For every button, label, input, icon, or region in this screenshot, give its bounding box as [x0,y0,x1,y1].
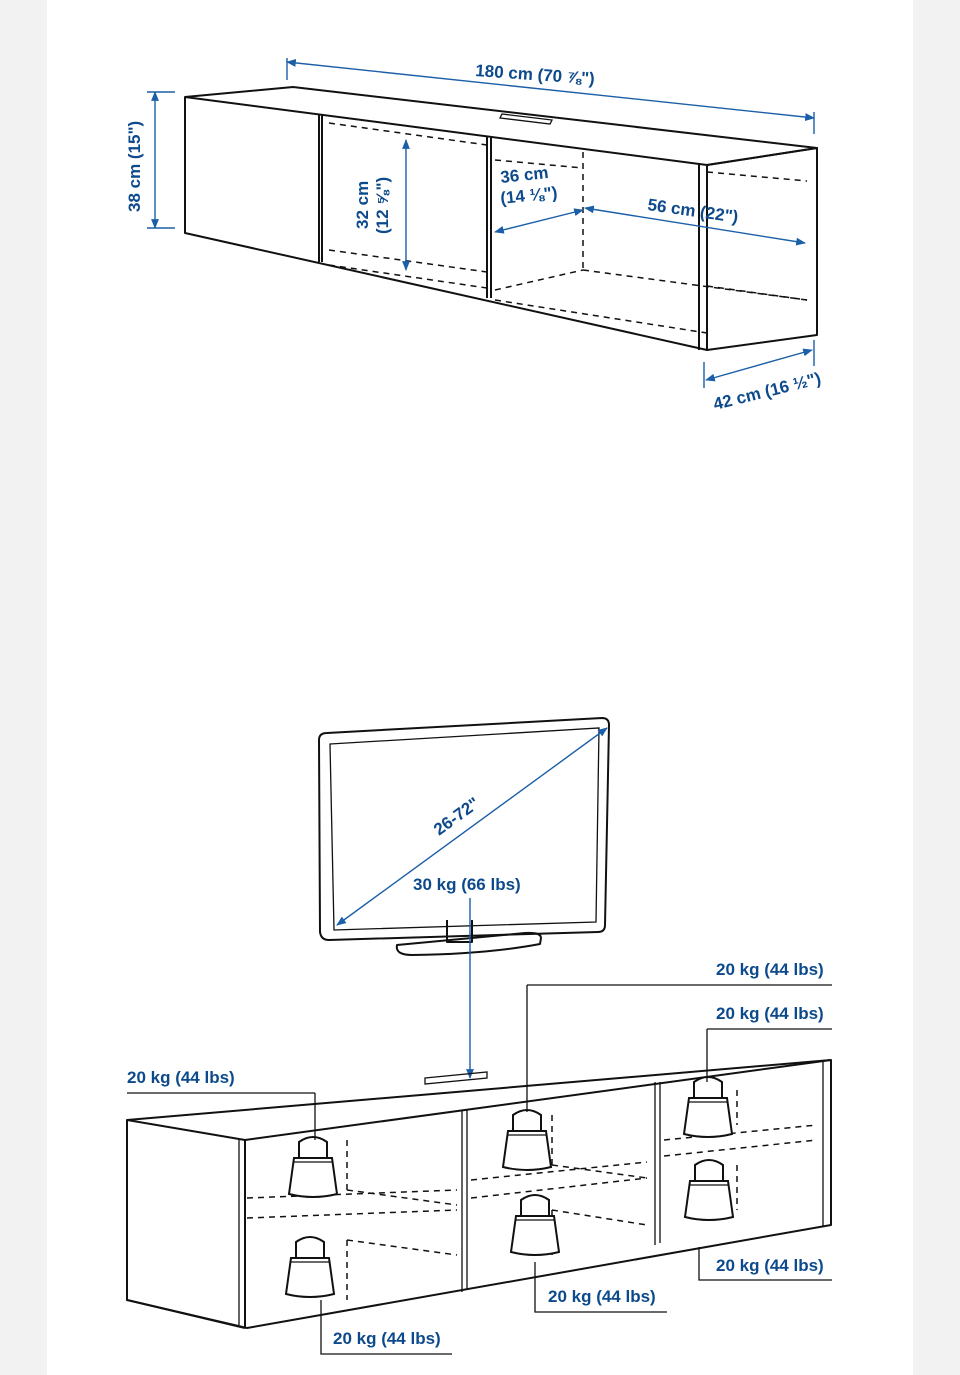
product-dimensions-page: 180 cm (70 ⅞") 38 cm (15") 32 cm (12 ⅝")… [47,0,913,1375]
inner-height-dimension: 32 cm (12 ⅝") [353,139,410,271]
weight-icon [285,1236,335,1298]
open-width-label: 56 cm (22") [646,195,739,227]
compartment-width-dimension: 36 cm (14 ⅛") [494,163,584,234]
weight-label-left-upper: 20 kg (44 lbs) [127,1068,235,1087]
weight-label-top-right-lower: 20 kg (44 lbs) [716,1004,824,1023]
inner-height-in-label: (12 ⅝") [373,177,392,234]
weight-icon [684,1159,734,1221]
weight-labels: 20 kg (44 lbs) 20 kg (44 lbs) 20 kg (44 … [127,960,832,1355]
weight-icon [510,1194,560,1256]
depth-label: 42 cm (16 ½") [711,369,822,414]
height-label: 38 cm (15") [125,121,144,212]
compartment-width-in-label: (14 ⅛") [499,183,558,208]
depth-dimension: 42 cm (16 ½") [703,340,823,414]
tv-illustration: 26-72" 30 kg (66 lbs) [318,717,610,1079]
compartment-width-cm-label: 36 cm [499,163,549,187]
weight-icon [502,1109,552,1171]
weight-icon [288,1136,338,1198]
weight-label-right-lower: 20 kg (44 lbs) [716,1256,824,1275]
inner-height-cm-label: 32 cm [353,181,372,229]
open-width-dimension: 56 cm (22") [584,195,806,246]
tv-size-label: 26-72" [430,794,483,840]
weight-label-top-right-upper: 20 kg (44 lbs) [716,960,824,979]
height-dimension: 38 cm (15") [125,91,175,229]
tv-weight-label: 30 kg (66 lbs) [413,875,521,894]
weight-icon [683,1076,733,1138]
dimension-diagram: 180 cm (70 ⅞") 38 cm (15") 32 cm (12 ⅝")… [125,58,832,1355]
weight-label-left-lower: 20 kg (44 lbs) [333,1329,441,1348]
weight-icons [285,1076,734,1298]
weight-label-middle-lower: 20 kg (44 lbs) [548,1287,656,1306]
